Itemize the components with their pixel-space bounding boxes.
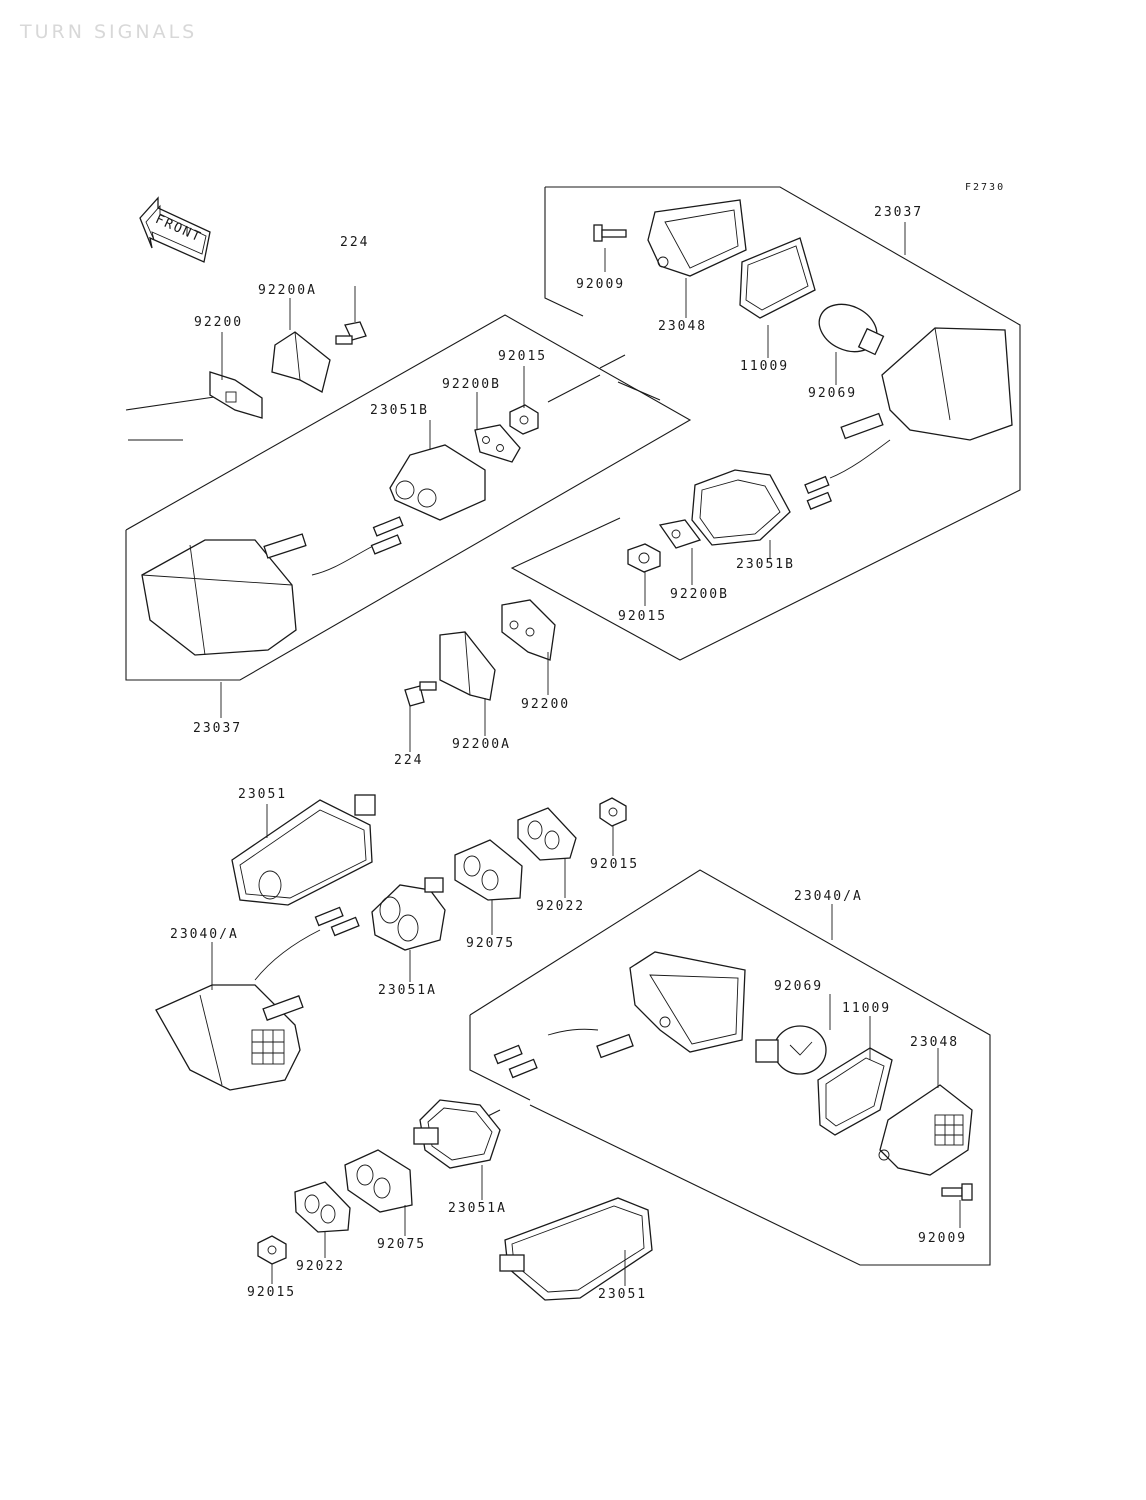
gasket-11009-top xyxy=(739,237,816,319)
leader-lines xyxy=(211,222,961,1286)
lower-right-nut-92015 xyxy=(257,1235,287,1265)
part-label: 23048 xyxy=(658,319,707,334)
upper-left-nut-92015 xyxy=(509,404,539,435)
upper-left-stay-23051B xyxy=(389,444,486,521)
bulb-92069-top xyxy=(818,303,885,356)
lens-23048-bottom xyxy=(878,1084,973,1176)
part-label: 23051 xyxy=(238,787,287,802)
part-label: 92069 xyxy=(808,386,857,401)
figure-code: F2730 xyxy=(965,182,1005,193)
upper-right-plate-92200B xyxy=(658,519,702,549)
part-label: 23040/A xyxy=(170,927,239,942)
part-label: 92200B xyxy=(442,377,501,392)
screw-92009-bottom xyxy=(941,1183,973,1201)
part-label: 11009 xyxy=(842,1001,891,1016)
part-label: 224 xyxy=(394,753,423,768)
upper-left-plate-92200B xyxy=(474,424,521,463)
lower-left-turn-signal-body xyxy=(155,906,360,1091)
bracket-92200A-mid xyxy=(439,631,496,701)
lower-left-grommet-92075 xyxy=(454,839,523,901)
part-label: 11009 xyxy=(740,359,789,374)
part-label: 23037 xyxy=(874,205,923,220)
plate-92200-mid xyxy=(501,599,556,661)
assembly-frames xyxy=(125,186,1021,1266)
part-label: 224 xyxy=(340,235,369,250)
part-label: 92075 xyxy=(466,936,515,951)
part-label: 23048 xyxy=(910,1035,959,1050)
part-label: 92015 xyxy=(590,857,639,872)
part-label: 92200B xyxy=(670,587,729,602)
lower-right-grommet-92075 xyxy=(344,1149,413,1213)
lens-grid-pattern-icon xyxy=(251,1029,285,1065)
lower-right-stay-23051A xyxy=(413,1099,501,1169)
bolt-224-mid xyxy=(404,681,437,707)
bolt-224-top xyxy=(335,321,367,345)
part-label: 23051 xyxy=(598,1287,647,1302)
part-label: 92069 xyxy=(774,979,823,994)
part-label: 23040/A xyxy=(794,889,863,904)
part-label: 23051B xyxy=(370,403,429,418)
part-label: 92015 xyxy=(618,609,667,624)
bulb-92069-bottom xyxy=(755,1025,827,1075)
upper-right-nut-92015 xyxy=(627,543,661,573)
lower-left-plate-92022 xyxy=(517,807,577,861)
screw-92009-top xyxy=(593,224,627,242)
gasket-11009-bottom xyxy=(817,1047,893,1136)
lower-left-stay-23051 xyxy=(231,794,376,906)
part-label: 23051A xyxy=(448,1201,507,1216)
upper-right-stay-23051B xyxy=(691,469,791,546)
lower-right-housing xyxy=(493,951,746,1079)
part-label: 92200A xyxy=(258,283,317,298)
lower-right-plate-92022 xyxy=(294,1181,351,1233)
lower-left-stay-23051A xyxy=(371,877,446,951)
part-label: 23037 xyxy=(193,721,242,736)
part-label: 92200A xyxy=(452,737,511,752)
part-label: 92075 xyxy=(377,1237,426,1252)
part-label: 92015 xyxy=(498,349,547,364)
plate-92200-top xyxy=(209,371,263,419)
bracket-92200A-top xyxy=(271,331,331,393)
part-label: 92022 xyxy=(296,1259,345,1274)
lower-right-stay-23051 xyxy=(499,1197,653,1301)
upper-left-turn-signal-body xyxy=(141,516,404,656)
part-label: 92200 xyxy=(194,315,243,330)
part-label: 92009 xyxy=(576,277,625,292)
part-label: 92200 xyxy=(521,697,570,712)
part-label: 92015 xyxy=(247,1285,296,1300)
part-label: 92009 xyxy=(918,1231,967,1246)
part-labels: 23037 92009 23048 11009 92069 23051B 922… xyxy=(170,205,967,1302)
front-arrow-icon: FRONT xyxy=(139,196,211,263)
diagram-title: TURN SIGNALS xyxy=(19,21,197,43)
upper-right-lens-housing xyxy=(647,199,747,277)
lower-left-nut-92015 xyxy=(599,797,627,827)
part-label: 23051A xyxy=(378,983,437,998)
part-label: 23051B xyxy=(736,557,795,572)
part-label: 92022 xyxy=(536,899,585,914)
upper-right-turn-signal-body xyxy=(804,327,1013,510)
